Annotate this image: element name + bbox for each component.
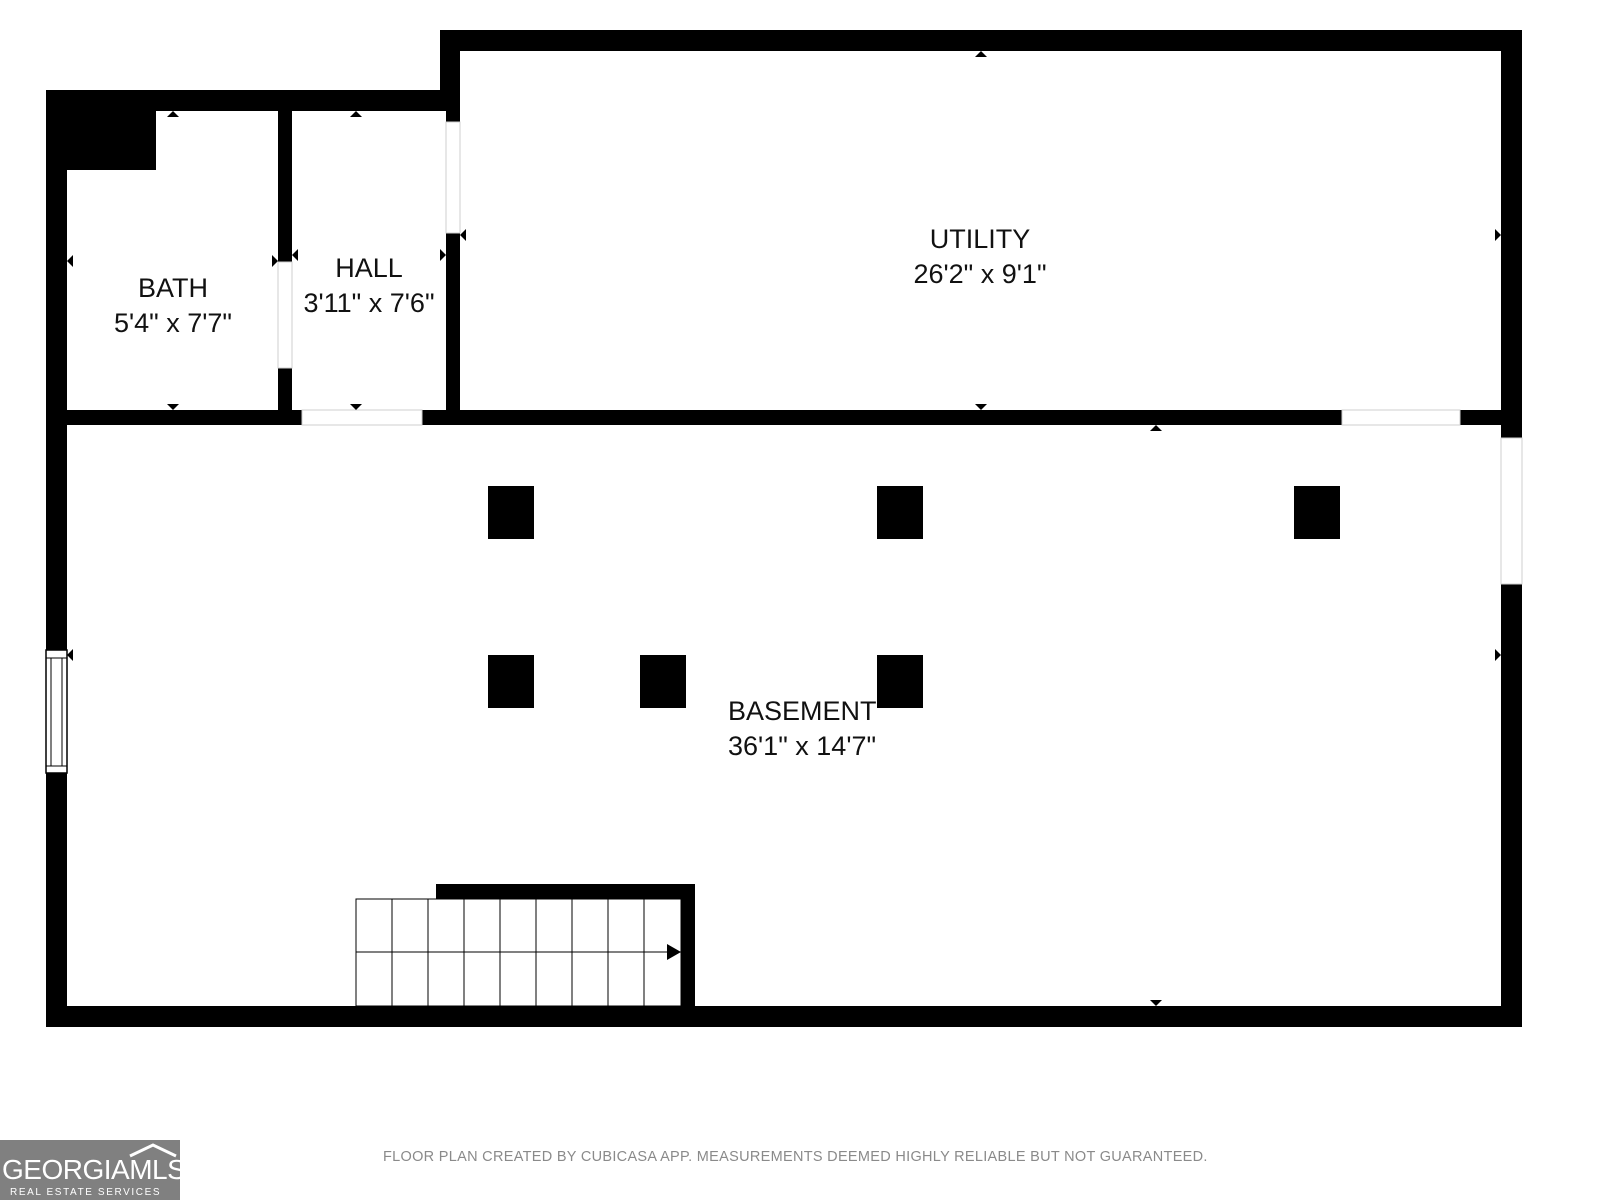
roof-icon xyxy=(129,1143,177,1158)
room-name: BASEMENT xyxy=(728,696,877,726)
columns xyxy=(488,486,1340,708)
room-label-basement: BASEMENT 36'1" x 14'7" xyxy=(728,694,877,764)
stairs xyxy=(355,898,682,1007)
dimension-markers xyxy=(67,51,1501,1006)
disclaimer-text: FLOOR PLAN CREATED BY CUBICASA APP. MEAS… xyxy=(383,1149,1208,1165)
window-left xyxy=(45,649,68,774)
room-dimensions: 36'1" x 14'7" xyxy=(728,731,877,761)
georgia-mls-logo: GEORGIAMLS REAL ESTATE SERVICES xyxy=(0,1140,186,1200)
room-name: BATH xyxy=(137,273,208,303)
room-dimensions: 3'11" x 7'6" xyxy=(303,288,435,318)
room-dimensions: 26'2" x 9'1" xyxy=(913,259,1047,289)
room-name: HALL xyxy=(335,253,403,283)
room-label-bath: BATH 5'4" x 7'7" xyxy=(68,271,278,341)
room-dimensions: 5'4" x 7'7" xyxy=(113,308,233,338)
room-label-hall: HALL 3'11" x 7'6" xyxy=(292,251,446,321)
walls xyxy=(46,30,1522,1027)
room-name: UTILITY xyxy=(929,224,1031,254)
room-label-utility: UTILITY 26'2" x 9'1" xyxy=(880,222,1080,292)
logo-sub-text: REAL ESTATE SERVICES xyxy=(10,1187,162,1198)
stair-direction-arrow xyxy=(667,944,681,960)
logo-main-text: GEORGIAMLS xyxy=(2,1154,186,1185)
